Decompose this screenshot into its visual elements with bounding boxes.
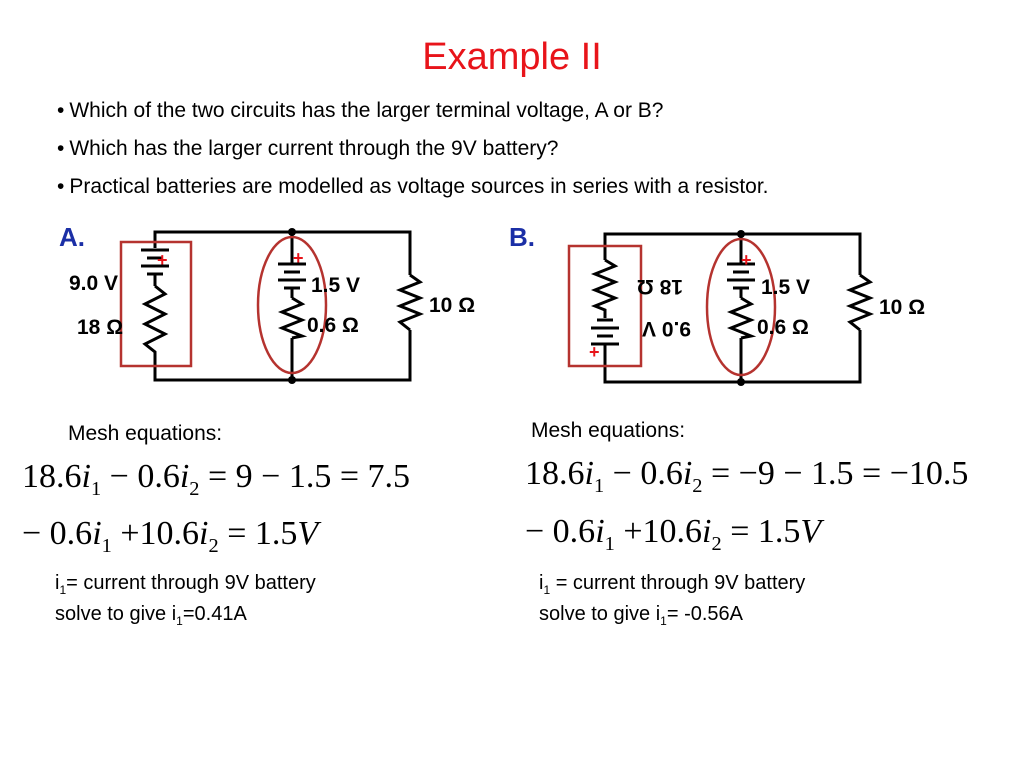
circuit-a-wires xyxy=(153,230,412,382)
circuit-a-plus-1-5v: + xyxy=(293,248,304,268)
circuit-b-highlight-oval xyxy=(705,237,777,377)
bullet-item: •Practical batteries are modelled as vol… xyxy=(57,168,769,206)
circuit-a-resistor-18 xyxy=(141,284,169,358)
circuit-a-diagram: A. + + 9.0 V 18 Ω 1.5 V 0.6 Ω 10 Ω xyxy=(59,222,475,384)
circuit-b-highlight-box xyxy=(567,244,643,368)
circuit-a-highlight-oval xyxy=(256,235,328,375)
bullet-mark: • xyxy=(57,175,65,198)
circuit-b-node xyxy=(737,230,745,238)
circuit-b-0-6ohm-label: 0.6 Ω xyxy=(757,316,809,339)
right-equation-1: 18.6i1 − 0.6i2 = −9 − 1.5 = −10.5 xyxy=(525,455,969,497)
bullet-list: •Which of the two circuits has the large… xyxy=(57,92,769,206)
circuit-a-0-6ohm-label: 0.6 Ω xyxy=(307,314,359,337)
circuit-b-label: B. xyxy=(509,222,535,252)
circuit-a-18ohm-label: 18 Ω xyxy=(77,316,123,339)
circuit-a-battery-9v xyxy=(141,248,169,286)
bullet-mark: • xyxy=(57,99,65,122)
circuit-a-battery-1-5v xyxy=(278,262,306,298)
bullet-text: Practical batteries are modelled as volt… xyxy=(69,175,769,198)
circuit-b-resistor-10 xyxy=(845,273,875,332)
right-note-line-2: solve to give i1= -0.56A xyxy=(539,603,744,628)
left-note-line-2: solve to give i1=0.41A xyxy=(55,603,247,628)
left-equation-1: 18.6i1 − 0.6i2 = 9 − 1.5 = 7.5 xyxy=(22,458,411,500)
circuit-b-plus-1-5v: + xyxy=(741,250,752,270)
right-mesh-title: Mesh equations: xyxy=(531,419,686,442)
circuit-a-highlight-box xyxy=(119,240,193,368)
circuit-a-10ohm-label: 10 Ω xyxy=(429,294,475,317)
circuit-b-diagram: B. + + 18 Ω 9.0 V 1.5 V 0.6 Ω 10 Ω xyxy=(509,222,925,386)
circuit-a-node xyxy=(288,228,296,236)
circuit-b-battery-9v xyxy=(591,318,619,352)
bullet-text: Which has the larger current through the… xyxy=(69,137,559,160)
slide-title: Example II xyxy=(422,36,602,78)
circuit-b-resistor-0-6 xyxy=(726,296,757,340)
left-note-line-1: i1= current through 9V battery xyxy=(55,572,316,597)
circuit-b-resistor-18 xyxy=(590,258,620,318)
left-note: i1= current through 9V battery solve to … xyxy=(55,568,316,630)
circuit-b-9v-label: 9.0 V xyxy=(642,317,691,340)
circuit-a-resistor-0-6 xyxy=(277,296,308,340)
circuit-b-wires xyxy=(603,232,862,384)
bullet-item: •Which has the larger current through th… xyxy=(57,130,769,168)
circuit-a-1-5v-label: 1.5 V xyxy=(311,274,360,297)
left-equation-2: − 0.6i1 +10.6i2 = 1.5V xyxy=(22,515,319,557)
circuit-b-battery-1-5v xyxy=(727,262,755,298)
circuit-a-resistor-10 xyxy=(395,273,425,332)
circuit-a-label: A. xyxy=(59,222,85,252)
right-equation-2: − 0.6i1 +10.6i2 = 1.5V xyxy=(525,513,822,555)
circuit-a-node xyxy=(288,376,296,384)
circuit-b-18ohm-label: 18 Ω xyxy=(637,275,683,298)
circuit-b-plus-9v: + xyxy=(589,342,600,362)
bullet-mark: • xyxy=(57,137,65,160)
circuit-b-node xyxy=(737,378,745,386)
circuit-a-9v-label: 9.0 V xyxy=(69,272,118,295)
bullet-item: •Which of the two circuits has the large… xyxy=(57,92,769,130)
right-note: i1 = current through 9V battery solve to… xyxy=(539,568,805,630)
left-mesh-title: Mesh equations: xyxy=(68,422,223,445)
bullet-text: Which of the two circuits has the larger… xyxy=(69,99,664,122)
circuit-b-1-5v-label: 1.5 V xyxy=(761,276,810,299)
circuit-b-10ohm-label: 10 Ω xyxy=(879,296,925,319)
circuit-a-plus-9v: + xyxy=(157,250,168,270)
right-note-line-1: i1 = current through 9V battery xyxy=(539,572,806,597)
